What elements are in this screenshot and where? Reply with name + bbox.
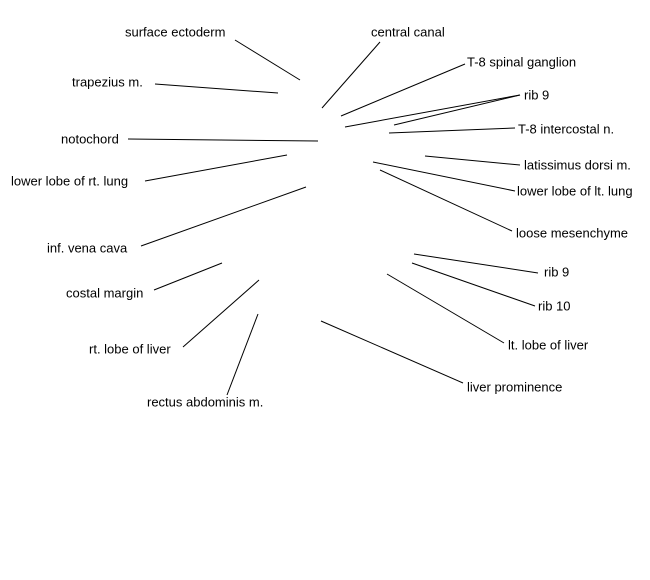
label-rt-lobe-liver: rt. lobe of liver (89, 341, 171, 356)
label-loose-mesenchyme: loose mesenchyme (516, 225, 628, 240)
label-rectus-abdominis: rectus abdominis m. (147, 394, 263, 409)
label-t8-intercostal: T-8 intercostal n. (518, 121, 614, 136)
leader-lower-lobe-rt-lung (144, 154, 288, 182)
leader-rt-lobe-liver (182, 279, 260, 348)
label-t8-spinal-ganglion: T-8 spinal ganglion (467, 54, 576, 69)
leader-lines (127, 39, 539, 396)
label-liver-prominence: liver prominence (467, 379, 562, 394)
leader-t8-intercostal (388, 127, 516, 134)
label-costal-margin: costal margin (66, 285, 143, 300)
labels: surface ectoderm central canal T-8 spina… (11, 24, 633, 409)
leader-surface-ectoderm (234, 39, 301, 81)
leader-notochord (127, 138, 319, 142)
leader-rectus-abdominis (226, 313, 259, 396)
label-notochord: notochord (61, 131, 119, 146)
leader-liver-prominence (320, 320, 464, 384)
leader-costal-margin (153, 262, 223, 291)
label-central-canal: central canal (371, 24, 445, 39)
leader-rib9-lower (413, 253, 539, 274)
label-inf-vena-cava: inf. vena cava (47, 240, 128, 255)
label-rib9-lower: rib 9 (544, 264, 569, 279)
label-latissimus-dorsi: latissimus dorsi m. (524, 157, 631, 172)
leader-rib9-upper-a (344, 94, 521, 128)
label-lower-lobe-rt-lung: lower lobe of rt. lung (11, 173, 128, 188)
leader-latissimus-dorsi (424, 155, 521, 166)
leader-rib10 (411, 262, 536, 307)
leader-central-canal (321, 41, 381, 109)
leader-t8-spinal-ganglion (340, 63, 466, 117)
label-surface-ectoderm: surface ectoderm (125, 24, 225, 39)
leader-loose-mesenchyme (379, 169, 513, 232)
label-lt-lobe-liver: lt. lobe of liver (508, 337, 589, 352)
leader-rib9-upper-b (393, 94, 521, 126)
leader-lt-lobe-liver (386, 273, 505, 344)
label-rib9-upper: rib 9 (524, 87, 549, 102)
leader-trapezius (154, 83, 279, 94)
leader-inf-vena-cava (140, 186, 307, 247)
label-lower-lobe-lt-lung: lower lobe of lt. lung (517, 183, 633, 198)
label-trapezius: trapezius m. (72, 74, 143, 89)
leader-lower-lobe-lt-lung (372, 161, 516, 192)
label-rib10: rib 10 (538, 298, 571, 313)
